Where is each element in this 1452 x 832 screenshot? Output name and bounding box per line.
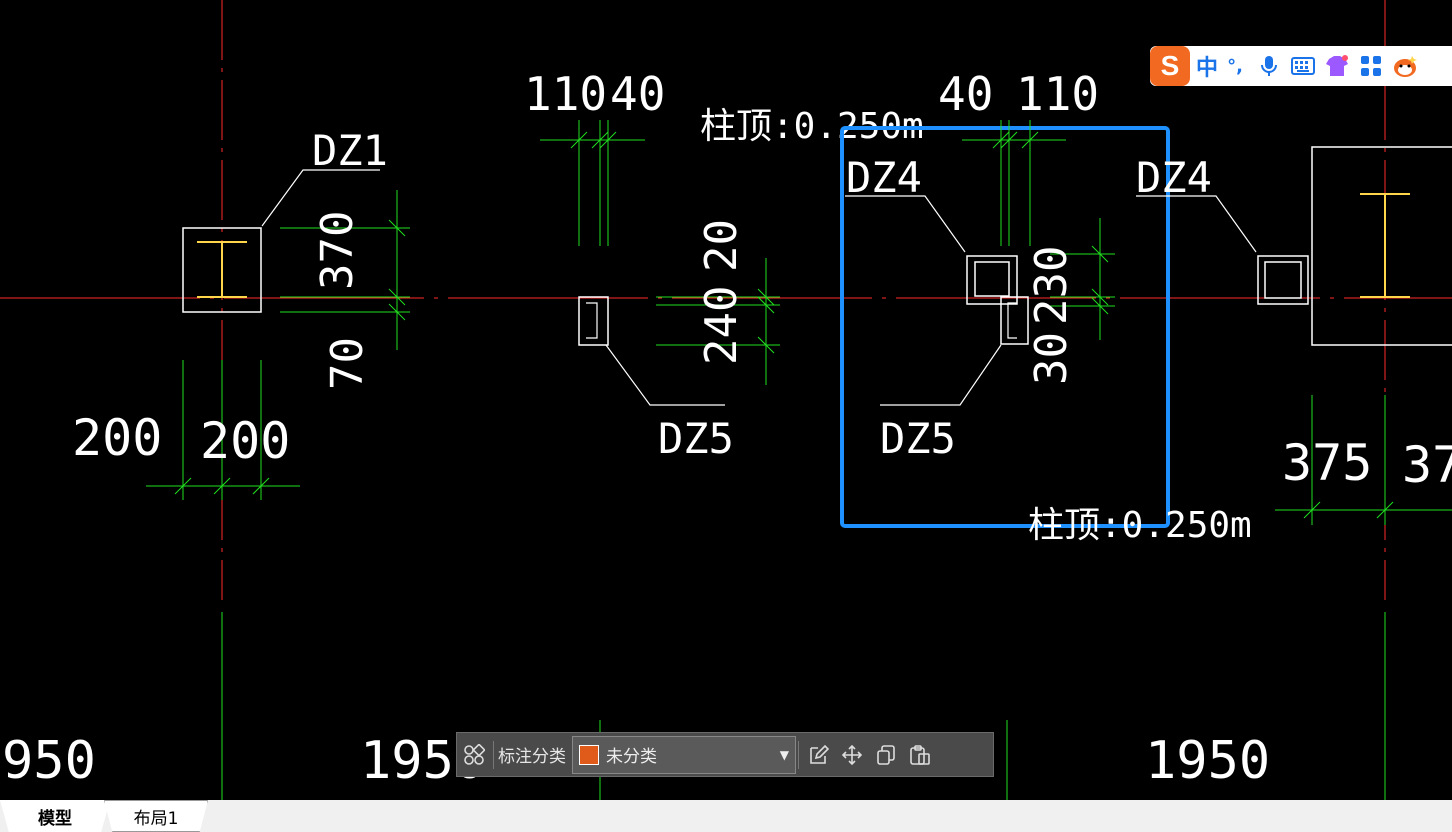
microphone-icon[interactable] [1252, 50, 1286, 82]
annotation-category-select[interactable]: 未分类 ▼ [572, 735, 796, 774]
dim-110-left: 110 [524, 67, 607, 121]
paste-icon[interactable] [903, 738, 937, 772]
sogou-logo-icon[interactable]: S [1150, 46, 1190, 86]
edit-icon[interactable] [801, 738, 835, 772]
tab-layout1[interactable]: 布局1 [104, 800, 208, 832]
dim-40-left: 40 [610, 67, 665, 121]
column-dz5-right[interactable]: DZ5 [880, 296, 1029, 463]
dim-200-b: 200 [200, 412, 290, 470]
dim-370: 370 [312, 211, 363, 290]
dim-200-a: 200 [72, 409, 162, 467]
copy-icon[interactable] [869, 738, 903, 772]
dim-20: 20 [696, 219, 747, 272]
dim-30: 30 [1026, 332, 1077, 385]
column-dz4-right[interactable]: DZ4 [1136, 153, 1309, 305]
tag-dz4-right: DZ4 [1136, 153, 1212, 202]
column-dz1[interactable]: DZ1 [182, 126, 388, 313]
dim-1950-right: 1950 [1145, 731, 1270, 791]
column-large-right[interactable] [1311, 146, 1452, 346]
annotation-category-grid-icon[interactable] [457, 738, 491, 772]
dim-240: 240 [696, 286, 747, 365]
tag-dz1: DZ1 [312, 126, 388, 175]
move-icon[interactable] [835, 738, 869, 772]
ime-language-toggle[interactable]: 中 [1196, 56, 1219, 81]
ime-toolbar[interactable]: S 中 °, [1150, 46, 1452, 86]
dim-230: 230 [1026, 246, 1077, 325]
annotation-category-label: 标注分类 [498, 747, 566, 767]
column-dz5-left[interactable]: DZ5 [578, 296, 734, 463]
selection-box[interactable] [840, 126, 1170, 528]
tag-dz4-left: DZ4 [846, 153, 922, 202]
dim-70: 70 [322, 337, 373, 390]
layout-tab-bar: 模型 布局1 [0, 800, 1452, 832]
dims-selection [962, 120, 1115, 340]
dim-110-right: 110 [1016, 67, 1099, 121]
dims-right [1275, 395, 1452, 525]
ime-punct-toggle[interactable]: °, [1227, 55, 1243, 77]
toolbox-grid-icon[interactable] [1354, 50, 1388, 82]
annotation-category-value: 未分类 [606, 747, 657, 767]
tag-dz5-right: DZ5 [880, 414, 956, 463]
dim-375-b: 37 [1402, 436, 1452, 494]
toolbar-divider [798, 740, 799, 769]
tag-dz5-left: DZ5 [658, 414, 734, 463]
column-dz4-left[interactable]: DZ4 [845, 153, 1018, 305]
dim-375-a: 375 [1282, 434, 1372, 492]
tab-model[interactable]: 模型 [0, 800, 110, 832]
cad-drawing-canvas[interactable]: DZ1 370 70 200 200 110 40 柱顶:0.250m DZ5 [0, 0, 1452, 800]
skin-shirt-icon[interactable] [1320, 50, 1354, 82]
category-color-swatch [579, 744, 599, 765]
keyboard-icon[interactable] [1286, 50, 1320, 82]
dim-1950-left: 950 [2, 731, 96, 791]
chevron-down-icon: ▼ [779, 747, 789, 762]
mascot-icon[interactable] [1388, 50, 1422, 82]
top-elevation-2: 柱顶:0.250m [1028, 505, 1252, 546]
annotation-toolbar: 标注分类 未分类 ▼ [456, 732, 994, 777]
dims-dz1 [146, 190, 410, 500]
dims-top-left [540, 120, 645, 246]
dim-40-right: 40 [938, 67, 993, 121]
toolbar-divider [493, 740, 494, 769]
dims-dz5-left [656, 258, 780, 385]
